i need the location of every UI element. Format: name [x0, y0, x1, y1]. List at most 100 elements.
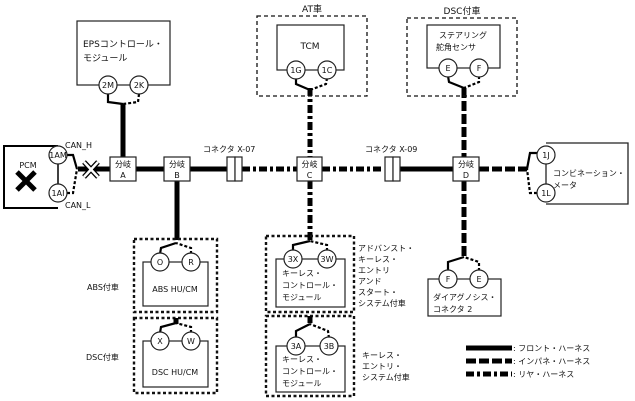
diag-pin-f	[438, 269, 458, 289]
adv-keyless-group-label-6: システム付車	[358, 298, 406, 308]
meter-pin-1l	[536, 183, 556, 203]
legend-label-inpane: : インパネ・ハーネス	[513, 357, 590, 366]
open-circuit-x-icon	[82, 160, 100, 179]
adv-keyless-box	[275, 258, 346, 308]
meter-box	[546, 142, 629, 205]
steering-label-2: 舵角センサ	[436, 42, 476, 52]
keyless-pin-3b	[319, 336, 339, 356]
eps-pin-wire-h	[106, 94, 124, 106]
can-h-label: CAN_H	[65, 141, 92, 150]
adv-keyless-label-1: キーレス・	[282, 269, 322, 278]
steering-box	[426, 24, 501, 69]
branch-b: 分岐 B	[163, 156, 191, 182]
tcm-wire-h	[294, 78, 311, 92]
keyless-label-1: キーレス・	[282, 355, 322, 364]
adv-keyless-wire-h	[291, 239, 311, 251]
keyless-pin-3a	[286, 336, 306, 356]
branch-b-label: 分岐	[169, 159, 185, 169]
tcm-pin-1c	[317, 60, 337, 80]
eps-module-label-2: モジュール	[83, 54, 127, 64]
branch-c-label: 分岐	[302, 159, 318, 169]
adv-keyless-group-label-5: スタート・	[358, 288, 398, 297]
can-l-label: CAN_L	[65, 201, 91, 210]
diag-pin-e	[469, 269, 489, 289]
tcm-pin-1g	[286, 60, 306, 80]
dsc-pin-w-label: W	[187, 337, 195, 346]
keyless-wire-h	[294, 323, 311, 338]
steering-group-label: DSC付車	[444, 5, 481, 17]
abs-pin-o-label: O	[157, 258, 163, 267]
keyless-group-label-3: システム付車	[362, 372, 410, 382]
dsc-wire-h	[158, 321, 177, 334]
adv-keyless-pin-3w-label: 3W	[321, 255, 334, 264]
keyless-label-3: モジュール	[282, 379, 321, 388]
branch-c: 分岐 C	[296, 156, 323, 182]
diag-label-2: コネクタ 2	[433, 305, 472, 314]
adv-keyless-label-2: コントロール・	[282, 281, 338, 290]
connector-x07-label: コネクタ X-07	[203, 145, 255, 154]
abs-label: ABS HU/CM	[152, 285, 198, 294]
diag-label-1: ダイアグノシス・	[433, 292, 496, 302]
diag-pin-f-label: F	[446, 275, 451, 284]
pcm-wire-h	[67, 153, 79, 170]
at-group-outline	[256, 15, 368, 97]
branch-d-label: 分岐	[458, 159, 474, 169]
abs-box	[142, 261, 209, 307]
eps-module-label-1: EPSコントロール・	[83, 40, 163, 50]
eps-pin-2k-label: 2K	[134, 81, 145, 90]
abs-pin-r-label: R	[188, 258, 194, 267]
meter-label-2: メータ	[553, 181, 577, 190]
dsc-group-label: DSC付車	[86, 352, 119, 362]
meter-pin-1j	[536, 145, 556, 165]
branch-b-id: B	[174, 171, 180, 180]
keyless-group-label-1: キーレス・	[362, 351, 402, 360]
branch-d-id: D	[463, 171, 469, 180]
legend-label-front: : フロント・ハーネス	[513, 344, 590, 353]
steering-pin-e	[438, 58, 458, 78]
eps-pin-2m-label: 2M	[102, 81, 114, 90]
meter-label-1: コンビネーション・	[553, 169, 625, 178]
steering-wire-h	[446, 75, 465, 90]
connector-x07: コネクタ X-07	[203, 145, 255, 182]
legend: : フロント・ハーネス : インパネ・ハーネス : リヤ・ハーネス	[466, 344, 590, 379]
steering-group-outline	[406, 17, 518, 97]
adv-keyless-group-label-4: アンド	[358, 277, 382, 286]
pcm-pin-1ai-label: 1AI	[52, 189, 65, 198]
steering-wire-l	[463, 76, 481, 90]
diag-wire-h	[446, 255, 465, 271]
keyless-wire-l	[309, 322, 331, 339]
pcm-box	[3, 145, 58, 209]
dsc-wire-l	[175, 321, 193, 333]
keyless-label-2: コントロール・	[282, 367, 338, 376]
adv-keyless-wire-l	[309, 239, 329, 251]
adv-keyless-group-label: アドバンスト・ キーレス・ エントリ アンド スタート・ システム付車	[358, 244, 414, 308]
connector-x09: コネクタ X-09	[365, 145, 417, 182]
dsc-pin-w	[181, 331, 201, 351]
meter-pin-1l-label: 1L	[541, 189, 551, 198]
eps-pin-2k	[129, 75, 149, 95]
diag-wire-l	[463, 255, 481, 271]
diag-box	[427, 278, 502, 317]
abs-group-label: ABS付車	[87, 282, 119, 292]
steering-pin-e-label: E	[445, 64, 450, 73]
abs-wire-h	[158, 241, 177, 255]
abs-pin-r	[181, 252, 201, 272]
keyless-pin-3b-label: 3B	[324, 342, 335, 351]
keyless-group-label-2: エントリ・	[362, 362, 402, 371]
adv-keyless-group-outline	[264, 234, 356, 314]
tcm-label: TCM	[299, 42, 319, 52]
branch-a-label: 分岐	[115, 159, 131, 169]
abs-pin-o	[150, 252, 170, 272]
diag-pin-e-label: E	[476, 275, 481, 284]
branch-d: 分岐 D	[452, 156, 480, 182]
at-group-label: AT車	[302, 3, 322, 15]
tcm-wire-l	[309, 77, 329, 92]
adv-keyless-group-label-2: キーレス・	[358, 255, 398, 264]
abs-wire-l	[175, 241, 193, 254]
pcm-pin-1am-label: 1AM	[49, 151, 67, 160]
legend-label-rear: : リヤ・ハーネス	[513, 370, 574, 379]
adv-keyless-label-3: モジュール	[282, 293, 321, 302]
pcm-pin-1am	[48, 145, 68, 165]
keyless-group-label: キーレス・ エントリ・ システム付車	[362, 351, 410, 382]
